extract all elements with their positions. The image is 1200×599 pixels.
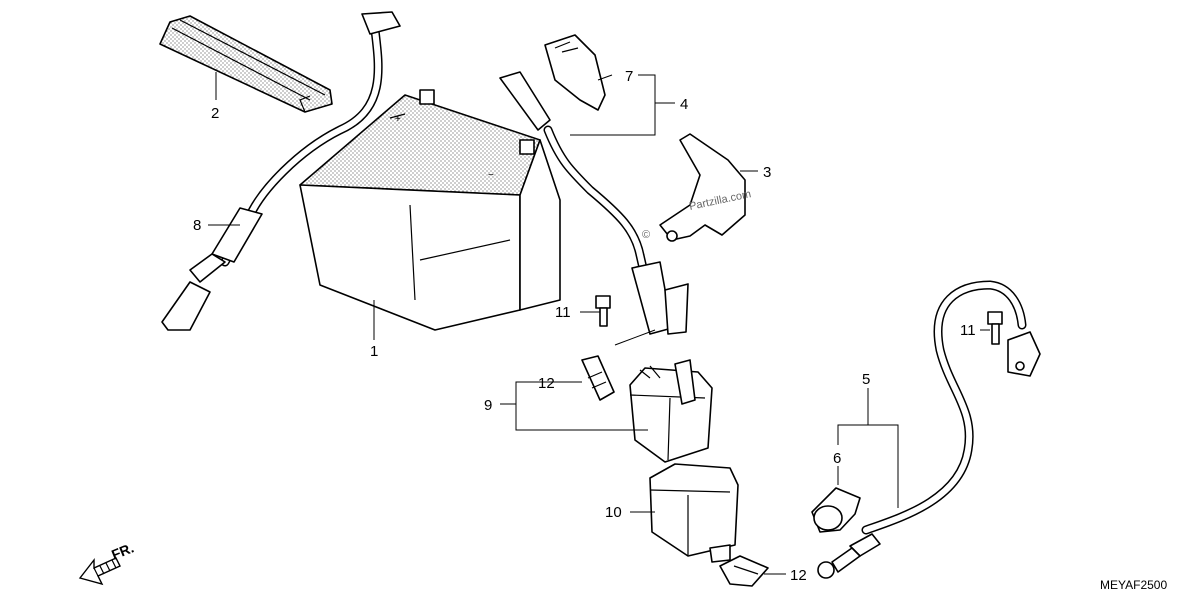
callout-11-right: 11	[960, 322, 976, 339]
direction-label: FR.	[109, 539, 136, 562]
callout-8: 8	[193, 217, 201, 234]
front-direction-arrow-icon	[78, 557, 121, 586]
svg-text:+: +	[395, 114, 401, 125]
starter-cable	[817, 280, 1041, 579]
diagram-code: MEYAF2500	[1100, 578, 1167, 592]
negative-cable	[499, 71, 689, 335]
svg-text:−: −	[488, 170, 494, 181]
callout-12-bottom: 12	[790, 567, 807, 584]
fuse-box	[629, 359, 713, 463]
callout-12-top: 12	[538, 375, 555, 392]
bolt-left	[595, 295, 611, 327]
fuse-bottom	[719, 555, 769, 587]
battery-band	[159, 15, 333, 113]
callout-9: 9	[484, 397, 492, 414]
bolt-right	[987, 311, 1003, 345]
callout-11-left: 11	[555, 304, 571, 321]
terminal-cover	[544, 34, 606, 111]
fuse-top	[581, 355, 615, 401]
callout-7: 7	[625, 68, 633, 85]
callout-10: 10	[605, 504, 622, 521]
battery: + −	[299, 89, 561, 331]
battery-bracket	[659, 133, 746, 242]
callout-2: 2	[211, 105, 219, 122]
callout-6: 6	[833, 450, 841, 467]
terminal-cap	[811, 487, 861, 533]
watermark-symbol: ©	[642, 229, 650, 241]
callout-5: 5	[862, 371, 870, 388]
leader-lines	[208, 72, 990, 575]
positive-cable	[161, 11, 401, 331]
callout-4: 4	[680, 96, 688, 113]
fuse-box-cover	[649, 463, 739, 563]
callout-1: 1	[370, 343, 378, 360]
callout-3: 3	[763, 164, 771, 181]
